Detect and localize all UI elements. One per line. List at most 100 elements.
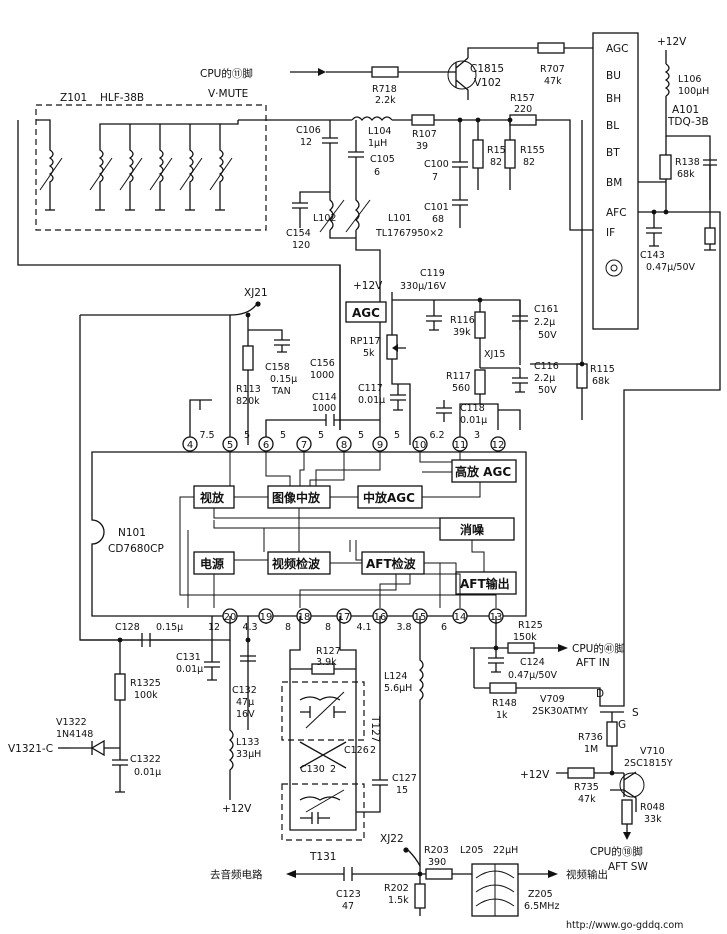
tuner-rf-socket [605, 259, 623, 277]
ic-pin-11 [452, 436, 468, 452]
ic-pin-15-voltage: 3.8 [396, 622, 411, 633]
z101-coils [36, 119, 239, 211]
r148-resistor [489, 682, 517, 694]
v710-pins [610, 771, 637, 812]
t127-label: T127 [369, 715, 381, 742]
r155-resistor [504, 139, 516, 169]
v710-transistor [619, 772, 645, 798]
ic-n101: N101 CD7680CP 视放 图像中放 中放AGC 高放 AGC 消噪 电源… [91, 445, 527, 617]
r148-val: 1k [496, 710, 508, 721]
video-out-arrow [548, 870, 558, 878]
rp117-wiper [392, 344, 398, 352]
l205-ref: L205 [460, 845, 483, 856]
aft-tank-wires [289, 616, 357, 831]
l-part: TL1767950×2 [375, 228, 443, 239]
l106-inductor [638, 50, 711, 200]
r157-resistor [509, 114, 537, 126]
c101-ref: C101 [424, 202, 449, 213]
v102-transistor [447, 60, 477, 90]
c158-ref: C158 [265, 362, 290, 373]
tuner-ref: A101 [672, 104, 699, 116]
pin12-gnd [498, 409, 521, 430]
c119-ref: C119 [420, 268, 445, 279]
v1322-diode [90, 739, 105, 757]
r203-ref: R203 [424, 845, 449, 856]
block-if-amp-label: 图像中放 [272, 490, 321, 505]
vmute-arrowhead [318, 68, 326, 76]
xj22-label: XJ22 [380, 833, 404, 845]
c130-val: 2 [330, 764, 336, 775]
tuner-body [592, 32, 639, 330]
r113-ref: R113 [236, 384, 261, 395]
c143-ref: C143 [640, 250, 665, 261]
l124-inductor [418, 616, 424, 874]
c143-capacitor [646, 212, 662, 247]
ic-part: CD7680CP [108, 543, 164, 555]
ic-pin-8-number: 8 [341, 440, 347, 451]
c156-val: 1000 [310, 370, 334, 381]
c123-ref: C123 [336, 889, 361, 900]
r735-resistor [567, 767, 595, 779]
ic-pin-19-number: 19 [260, 612, 273, 623]
afc-wire [623, 211, 721, 700]
ic-pin-11-voltage: 3 [474, 430, 480, 441]
z101-coil-adjust-2 [89, 157, 113, 191]
z101-coil-adjust-1 [39, 157, 63, 191]
block-rf-agc-label: 高放 AGC [455, 464, 511, 479]
ic-pin-16-voltage: 4.1 [356, 622, 371, 633]
l102-ref: L102 [313, 213, 336, 224]
aft-sw-label: AFT SW [608, 861, 648, 873]
r116-resistor [474, 311, 486, 339]
r735-ref: R735 [574, 782, 599, 793]
l133-inductor [228, 640, 234, 800]
r736-resistor [606, 721, 618, 747]
c106-c154 [292, 120, 338, 228]
r107-val: 39 [416, 141, 428, 152]
v709-ref: V709 [540, 694, 565, 705]
block-noise-cancel-label: 消噪 [460, 522, 485, 537]
tuner-rf-socket-center [610, 264, 618, 272]
ic-pin-4-number: 4 [187, 440, 193, 451]
c117-capacitor [390, 384, 406, 411]
c131-val: 0.01μ [176, 664, 203, 675]
l101-ref: L101 [388, 213, 411, 224]
v709-s: S [632, 707, 639, 719]
c128-val: 0.15μ [156, 622, 183, 633]
c119-capacitor [426, 300, 442, 331]
c117-ref: C117 [358, 383, 383, 394]
r155-val: 82 [523, 157, 535, 168]
r202-val: 1.5k [388, 895, 409, 906]
l106-ref: L106 [678, 74, 701, 85]
block-noise-cancel [439, 517, 515, 541]
r1325-resistor [114, 673, 126, 701]
ic-pin-6-number: 6 [263, 440, 269, 451]
c105-val: 6 [374, 167, 380, 178]
t131-label: T131 [309, 851, 336, 863]
block-afc-out-label: AFT输出 [460, 576, 510, 591]
r735-val: 47k [578, 794, 596, 805]
c114-val: 1000 [312, 403, 336, 414]
r1325-c1322 [112, 640, 128, 793]
r127-ref: R127 [316, 646, 341, 657]
c127-ref: C127 [392, 773, 417, 784]
z101-io-leads [36, 119, 239, 130]
l104-ref: L104 [368, 126, 391, 137]
r125-ref: R125 [518, 620, 543, 631]
tuner-part: TDQ-3B [667, 116, 709, 128]
t131-coil [299, 796, 341, 824]
z101-ref: Z101 [60, 92, 87, 104]
c143-val: 0.47μ/50V [646, 262, 695, 273]
c106-val: 12 [300, 137, 312, 148]
r138-val: 68k [677, 169, 695, 180]
tuner-pin-bm: BM [606, 177, 622, 189]
c118-val: 0.01μ [460, 415, 487, 426]
vmute-label: V·MUTE [208, 88, 248, 100]
ic-pin-14 [452, 608, 468, 624]
r203-val: 390 [428, 857, 446, 868]
cpu41-arrow [558, 644, 568, 652]
ic-pin-5-number: 5 [227, 440, 233, 451]
t131-outline [281, 783, 365, 841]
v102-ref: V102 [474, 77, 501, 89]
c123-capacitor [343, 867, 353, 881]
r117-ref: R117 [446, 371, 471, 382]
